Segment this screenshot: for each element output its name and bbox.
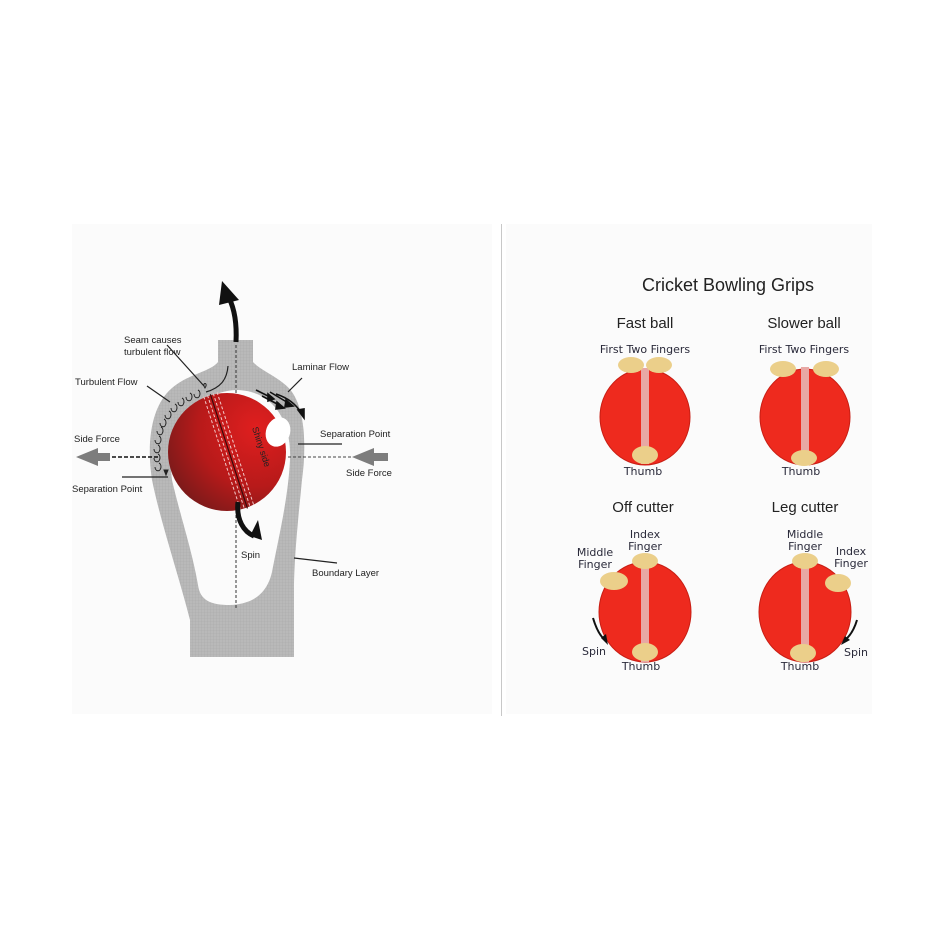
finger-icon — [618, 357, 644, 373]
shine-spot — [265, 417, 291, 447]
turbulent-flow-coils — [153, 383, 207, 477]
grip-name: Slower ball — [767, 315, 840, 332]
laminar-flow-arrows — [255, 389, 305, 421]
boundary-layer-label: Boundary Layer — [312, 568, 379, 579]
side-force-right-label: Side Force — [346, 468, 392, 479]
grip-off-cutter: Off cutter Index Finger Middle Finger Sp… — [577, 499, 692, 673]
laminar-flow-label: Laminar Flow — [292, 362, 349, 373]
grip-name: Leg cutter — [772, 499, 839, 516]
grip-bottom-label: Thumb — [623, 465, 662, 478]
turbulent-flow-label: Turbulent Flow — [75, 377, 138, 388]
finger-icon — [632, 553, 658, 569]
label-leader-lines — [122, 344, 342, 564]
side-force-left-arrow-icon — [76, 448, 160, 466]
grip-name: Off cutter — [612, 499, 673, 516]
grip-side-label: Middle — [577, 546, 614, 559]
spin-label: Spin — [844, 646, 868, 659]
grip-bottom-label: Thumb — [780, 660, 819, 673]
grip-top-label: Finger — [788, 540, 822, 553]
grip-name: Fast ball — [617, 315, 674, 332]
grip-top-label: First Two Fingers — [600, 343, 691, 356]
grip-leg-cutter: Leg cutter Middle Finger Index Finger Sp… — [758, 499, 868, 673]
grip-bottom-label: Thumb — [621, 660, 660, 673]
grip-top-label: Finger — [628, 540, 662, 553]
grip-top-label: First Two Fingers — [759, 343, 850, 356]
separation-point-right-label: Separation Point — [320, 429, 391, 440]
side-force-left-label: Side Force — [74, 434, 120, 445]
finger-icon — [825, 574, 851, 592]
finger-icon — [600, 572, 628, 590]
grip-side-label: Index — [836, 545, 867, 558]
grip-slower-ball: Slower ball First Two Fingers Thumb — [759, 315, 851, 478]
spin-label: Spin — [241, 550, 260, 561]
grips-title: Cricket Bowling Grips — [642, 275, 814, 295]
grip-fast-ball: Fast ball First Two Fingers Thumb — [599, 315, 691, 478]
seam-causes-label: Seam causes — [124, 335, 182, 346]
grip-side-label: Finger — [834, 557, 868, 570]
spin-arrow-icon — [235, 501, 262, 540]
finger-icon — [770, 361, 796, 377]
trajectory-arrow-icon — [219, 281, 239, 343]
side-force-right-arrow-icon — [288, 448, 388, 466]
thumb-icon — [790, 644, 816, 662]
separation-point-left-label: Separation Point — [72, 484, 143, 495]
turbulent-flow-caption: turbulent flow — [124, 347, 181, 358]
finger-icon — [813, 361, 839, 377]
boundary-layer-shape — [149, 340, 305, 657]
grip-top-label: Index — [630, 528, 661, 541]
grip-bottom-label: Thumb — [781, 465, 820, 478]
panel-divider — [501, 224, 502, 716]
spin-label: Spin — [582, 645, 606, 658]
grip-top-label: Middle — [787, 528, 824, 541]
ball-seam — [203, 392, 255, 511]
thumb-icon — [632, 643, 658, 661]
thumb-icon — [791, 450, 817, 466]
finger-icon — [792, 553, 818, 569]
finger-icon — [646, 357, 672, 373]
cricket-ball: Shiny side — [168, 392, 291, 511]
grip-side-label: Finger — [578, 558, 612, 571]
thumb-icon — [632, 446, 658, 464]
